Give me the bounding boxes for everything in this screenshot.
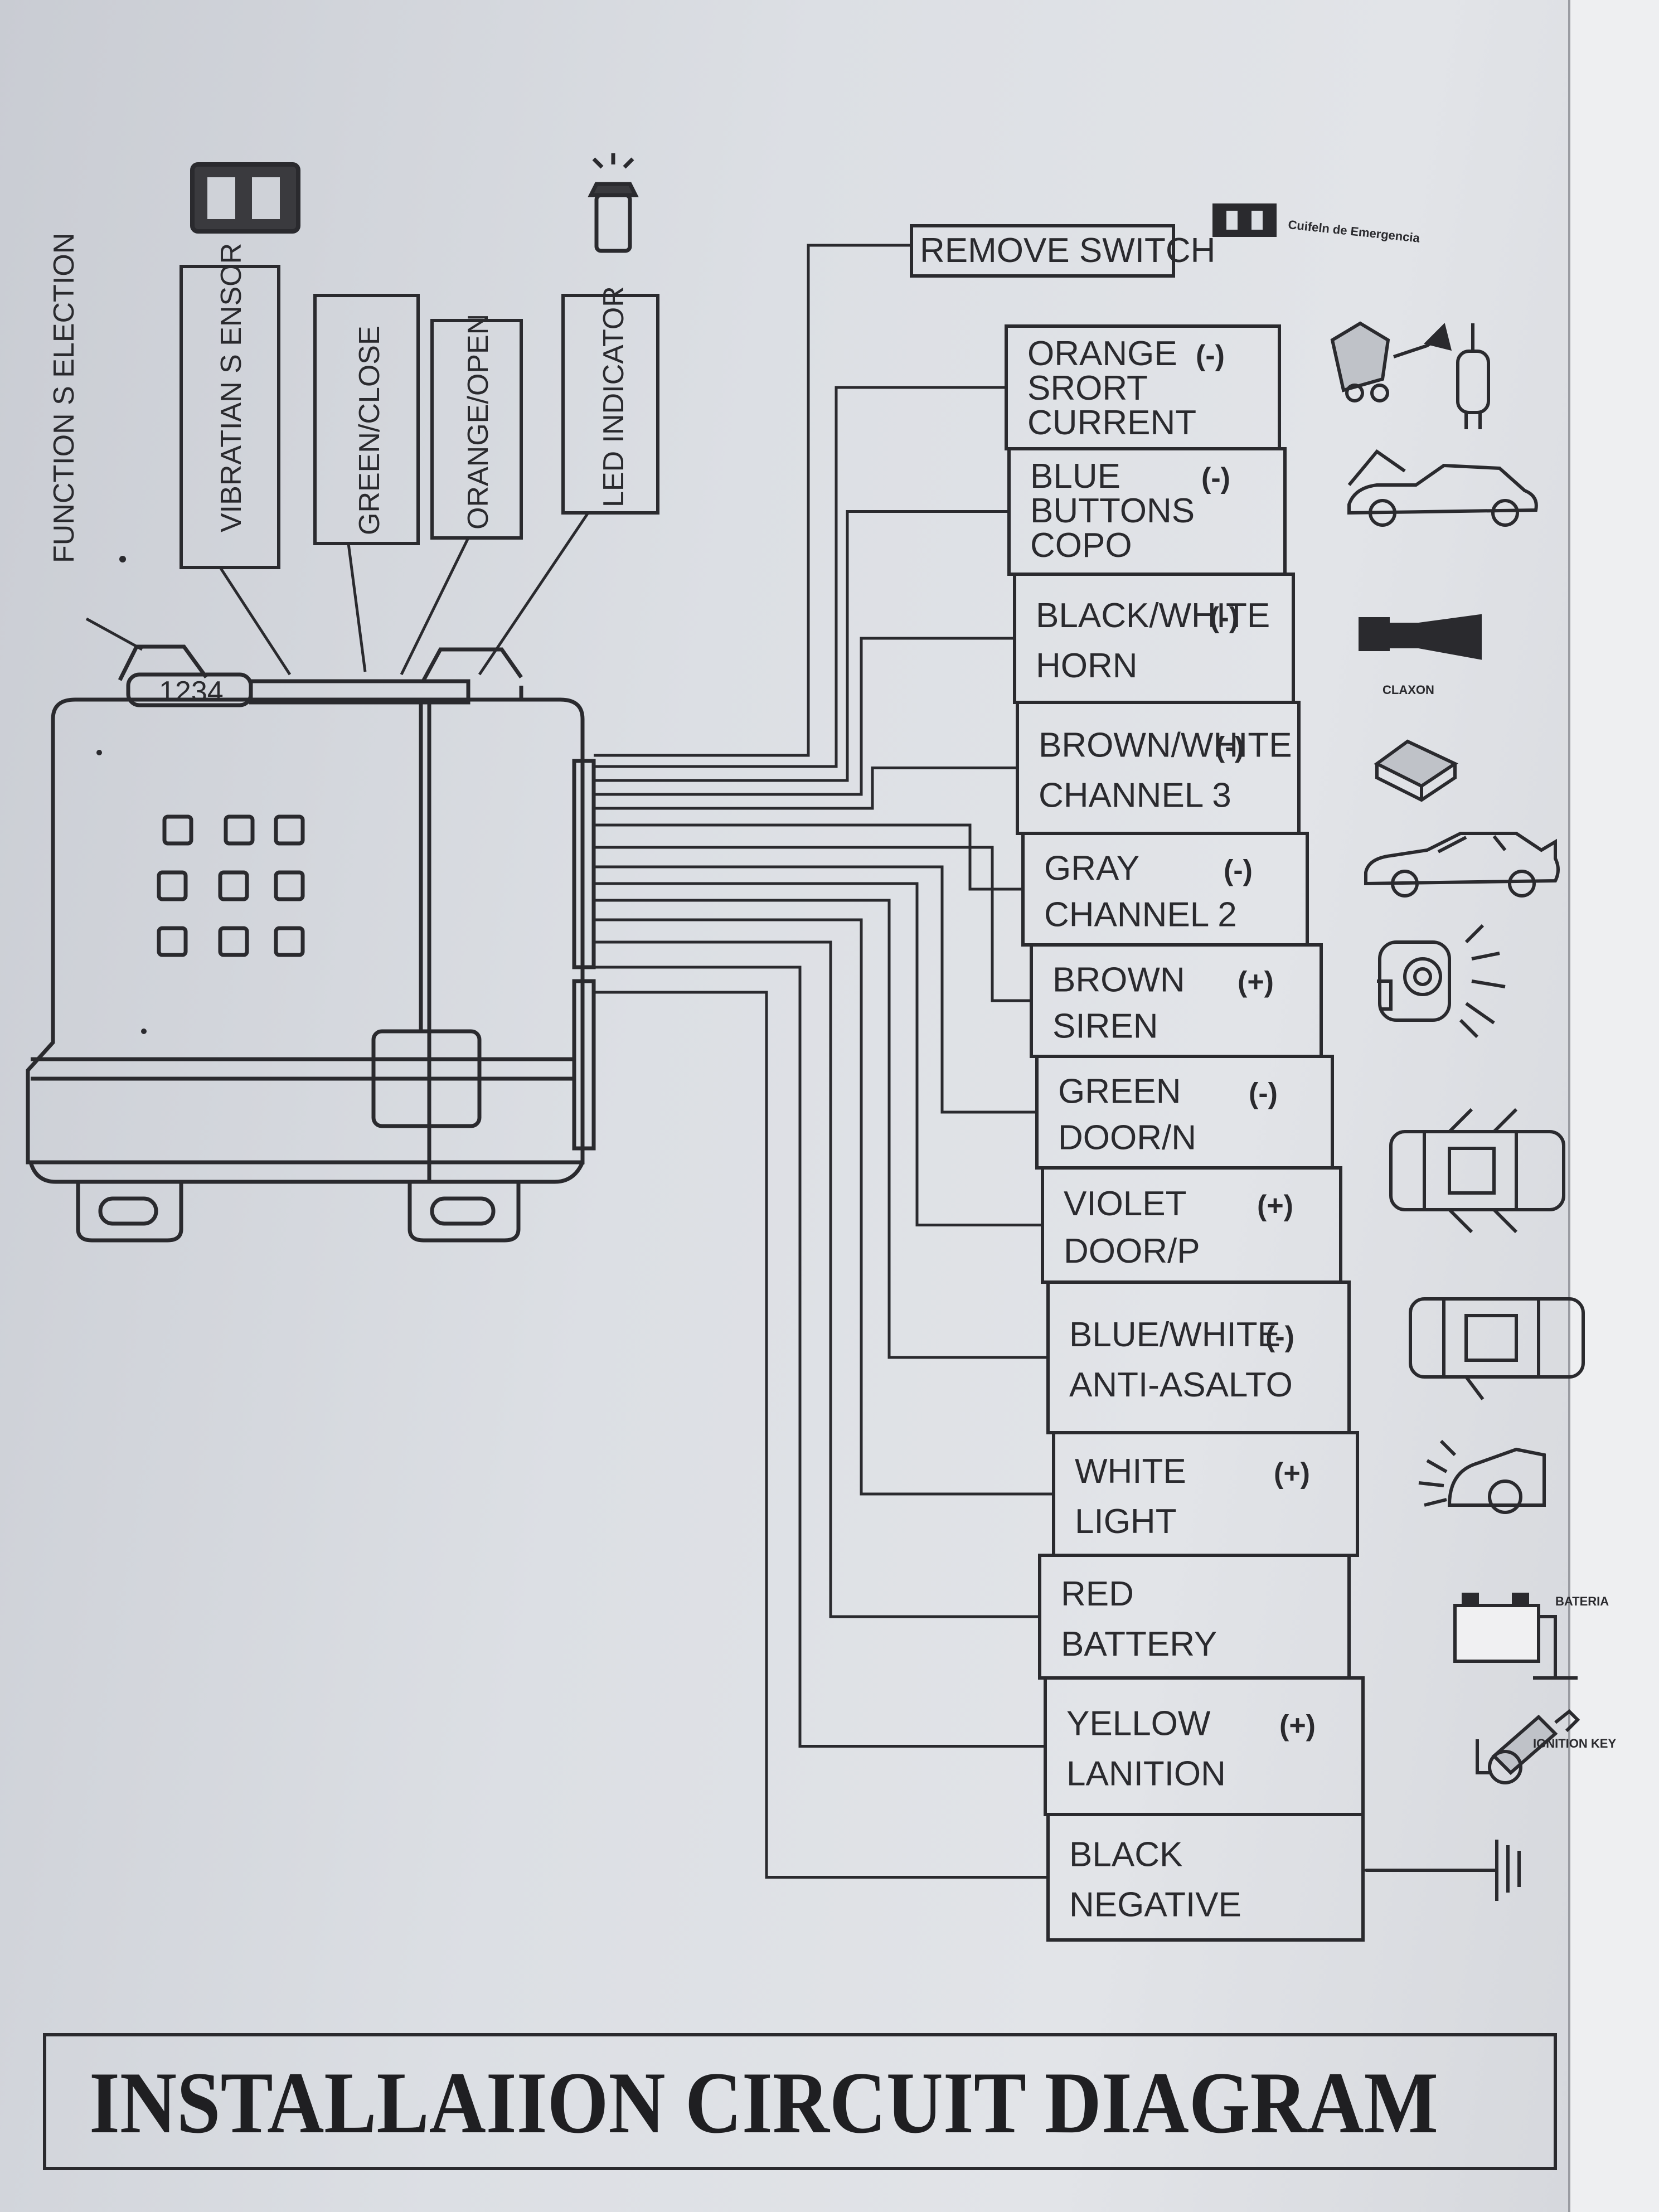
wire-label-line: BLACK <box>1069 1836 1182 1874</box>
dip-switch-numbers: 1234 <box>159 676 224 708</box>
battery-icon-label: BATERIA <box>1555 1594 1609 1608</box>
wire-label-line: ANTI-ASALTO <box>1069 1366 1293 1404</box>
diagram-title: INSTALLAIION CIRCUIT DIAGRAM <box>89 2054 1438 2152</box>
next-page-edge <box>1569 0 1659 2212</box>
wire-label-line: CURRENT <box>1027 404 1196 442</box>
wire-label-line: BUTTONS <box>1030 492 1195 530</box>
label-orange-open: ORANGE/OPEN <box>462 314 494 530</box>
siren-icon <box>1377 924 1506 1039</box>
label-leader-lines <box>85 512 590 676</box>
wire-label-line: BATTERY <box>1061 1625 1217 1663</box>
wire-polarity: (-) <box>1210 601 1239 634</box>
wire-box-green: GREEN DOOR/N (-) <box>1035 1055 1334 1170</box>
emergency-switch-logo <box>1212 203 1277 237</box>
vibration-sensor-icon <box>190 162 300 234</box>
wire-label-line: GREEN <box>1058 1072 1181 1110</box>
wire-label-line: YELLOW <box>1066 1705 1211 1743</box>
wire-box-violet: VIOLET DOOR/P (+) <box>1041 1166 1342 1284</box>
wire-label-line: DOOR/N <box>1058 1119 1196 1157</box>
car-doors-open-icon <box>1389 1108 1565 1234</box>
wire-label-line: VIOLET <box>1064 1185 1187 1223</box>
wire-label-line: COPO <box>1030 526 1132 565</box>
wire-box-blue-white: BLUE/WHITE ANTI-ASALTO (-) <box>1046 1280 1351 1434</box>
remove-switch-label: REMOVE SWITCH <box>920 231 1215 270</box>
wire-polarity: (-) <box>1201 462 1230 494</box>
wire-label-line: WHITE <box>1075 1452 1186 1491</box>
wire-label-line: ORANGE <box>1027 334 1177 373</box>
wire-label-line: NEGATIVE <box>1069 1886 1241 1924</box>
wire-label-line: BLUE/WHITE <box>1069 1316 1280 1354</box>
top-label-boxes <box>180 265 659 569</box>
wire-label-line: DOOR/P <box>1064 1232 1200 1270</box>
wire-label-line: BROWN/WHITE <box>1039 726 1292 765</box>
wire-label-line: SRORT <box>1027 369 1148 408</box>
label-led-indicator: LED INDICATOR <box>598 286 630 507</box>
horn-icon-label: CLAXON <box>1382 683 1434 697</box>
label-green-close: GREEN/CLOSE <box>353 326 386 535</box>
wire-label-line: BLUE <box>1030 457 1120 496</box>
wire-box-gray: GRAY CHANNEL 2 (-) <box>1021 832 1309 947</box>
remove-switch-box <box>910 224 1175 278</box>
wire-label-boxes: ORANGESRORTCURRENT(-)BLUEBUTTONSCOPO(-)B… <box>1005 324 1365 1942</box>
car-door-open-icon <box>1409 1297 1585 1400</box>
wire-label-line: LANITION <box>1066 1755 1226 1793</box>
wire-polarity: (+) <box>1257 1190 1293 1222</box>
wire-polarity: (-) <box>1265 1321 1294 1353</box>
title-box <box>43 2033 1557 2170</box>
wire-label-line: CHANNEL 3 <box>1039 777 1231 815</box>
wire-polarity: (-) <box>1249 1077 1278 1109</box>
wire-polarity: (+) <box>1274 1457 1310 1490</box>
wire-box-brown-white: BROWN/WHITE CHANNEL 3 (-) <box>1016 701 1301 835</box>
starter-motor-icon <box>1330 321 1490 429</box>
alarm-control-module <box>26 644 596 1243</box>
car-trunk-icon <box>1364 832 1560 898</box>
wire-polarity: (-) <box>1215 731 1244 764</box>
ground-icon <box>1366 1840 1521 1901</box>
wire-box-brown: BROWN SIREN (+) <box>1030 943 1323 1058</box>
led-bulb-icon <box>588 153 639 253</box>
ignition-key-icon <box>1476 1709 1580 1784</box>
ignition-icon-label: IGNITION KEY <box>1533 1736 1616 1750</box>
battery-icon <box>1453 1593 1578 1680</box>
wire-label-line: SIREN <box>1052 1007 1158 1046</box>
label-function-selection: FUNCTION S ELECTION <box>48 233 80 563</box>
car-hood-icon <box>1347 449 1538 527</box>
wire-polarity: (+) <box>1238 966 1274 998</box>
wire-label-line: GRAY <box>1044 849 1139 887</box>
label-vibration-sensor: VIBRATIAN S ENSOR <box>215 243 248 532</box>
wire-box-black-white: BLACK/WHITE HORN (-) <box>1013 573 1295 704</box>
wire-box-yellow: YELLOW LANITION (+) <box>1044 1676 1365 1816</box>
wire-label-line: HORN <box>1036 647 1138 685</box>
wire-label-line: LIGHT <box>1075 1502 1177 1541</box>
wire-box-white: WHITE LIGHT (+) <box>1052 1431 1359 1557</box>
relay-box-icon <box>1374 739 1459 802</box>
wire-routes <box>594 244 1366 1879</box>
headlight-icon <box>1418 1439 1546 1514</box>
wire-label-line: CHANNEL 2 <box>1044 896 1237 934</box>
wire-box-black: BLACK NEGATIVE <box>1046 1813 1365 1942</box>
wire-box-red: RED BATTERY <box>1038 1554 1351 1680</box>
wire-label-line: RED <box>1061 1575 1134 1613</box>
wire-label-line: BLACK/WHITE <box>1036 596 1270 635</box>
wire-polarity: (-) <box>1224 854 1253 886</box>
horn-icon <box>1359 614 1482 660</box>
wire-polarity: (+) <box>1279 1710 1316 1742</box>
wire-polarity: (-) <box>1196 339 1225 372</box>
wire-label-line: BROWN <box>1052 961 1185 999</box>
logo-text: Cuifeln de Emergencia <box>1287 217 1420 245</box>
